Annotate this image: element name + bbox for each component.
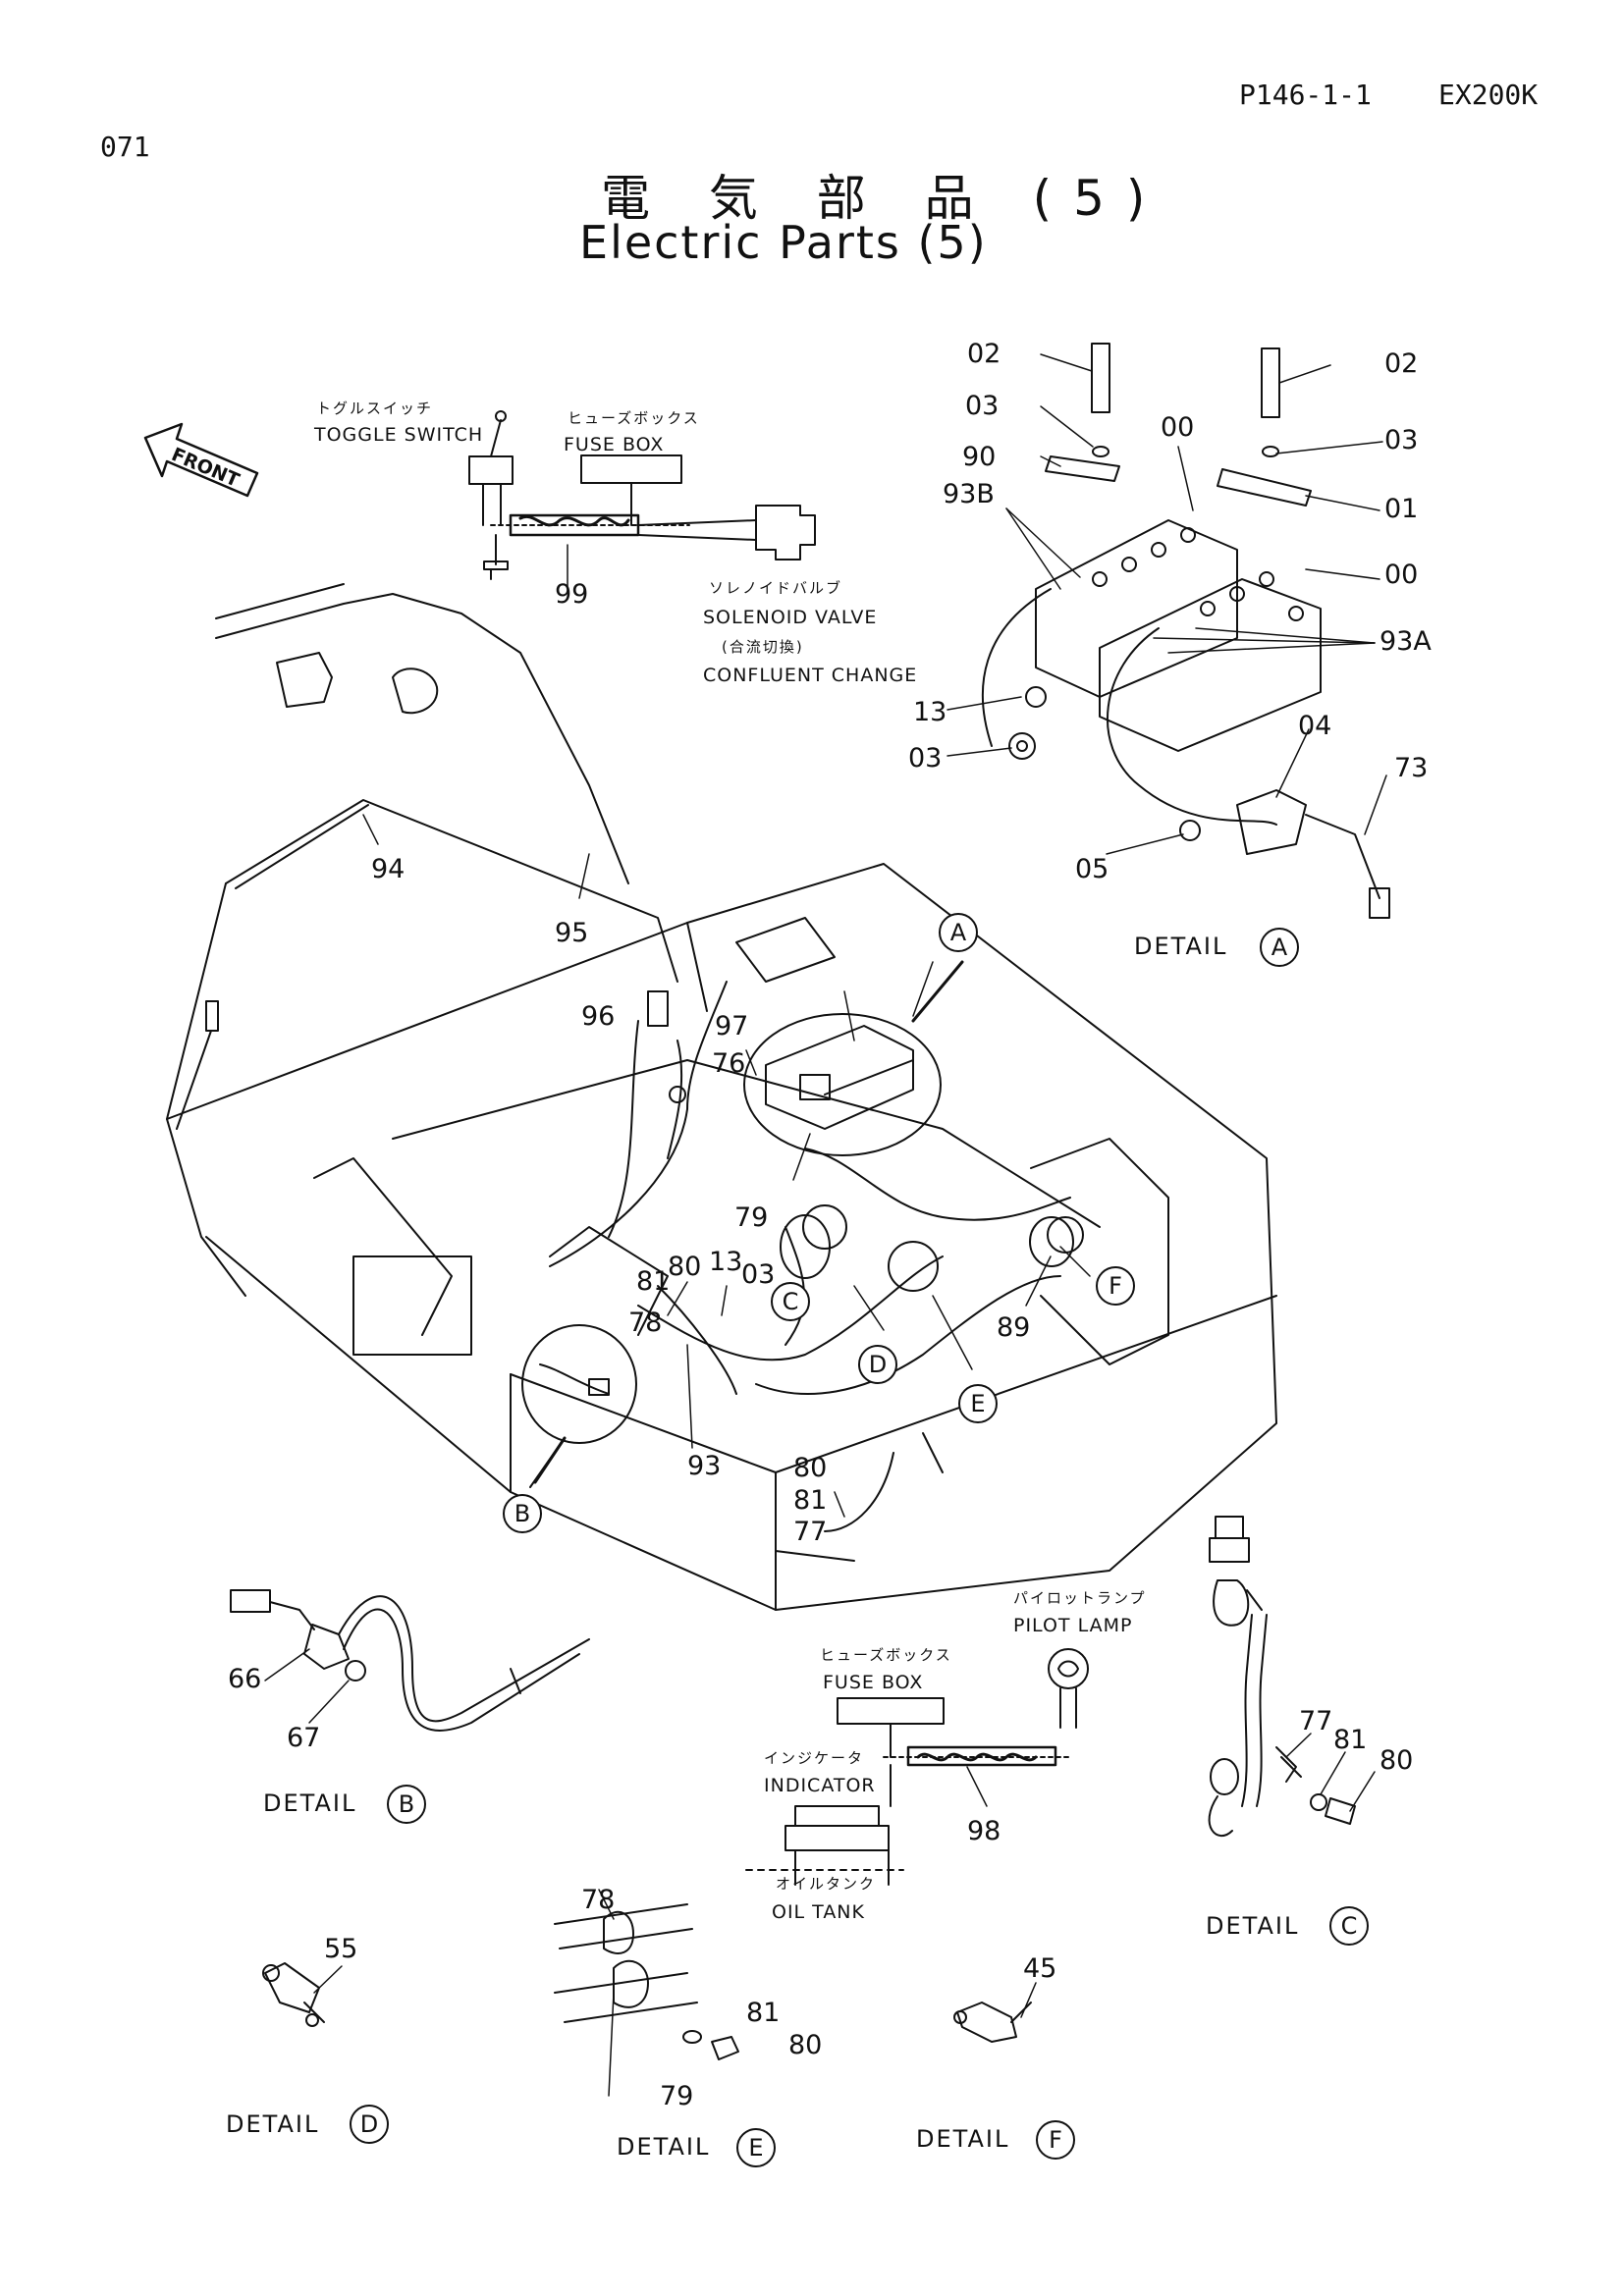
detail-d-label: DETAIL xyxy=(226,2110,320,2138)
detail-c-letter: C xyxy=(1329,1906,1369,1946)
part-number-label: 66 xyxy=(228,1664,262,1694)
switch-detail-d-drawing xyxy=(263,1963,324,2026)
part-number-label: 80 xyxy=(793,1453,828,1483)
part-number-label: 02 xyxy=(967,339,1001,369)
part-number-label: 94 xyxy=(371,854,406,884)
part-number-label: 45 xyxy=(1023,1953,1057,1984)
part-number-label: 76 xyxy=(712,1048,746,1079)
part-number-label: 81 xyxy=(793,1485,828,1516)
solenoid-valve-label: SOLENOID VALVE xyxy=(703,607,878,628)
pilot-lamp-label: PILOT LAMP xyxy=(1013,1615,1133,1636)
front-arrow-icon xyxy=(145,424,257,496)
pilot-lamp-wiring-diagram xyxy=(746,1649,1088,1885)
excavator-upperstructure-drawing xyxy=(167,584,1276,1610)
pilot-lamp-label-jp: パイロットランプ xyxy=(1013,1589,1147,1607)
detail-e-label: DETAIL xyxy=(617,2133,711,2161)
part-number-label: 81 xyxy=(1333,1725,1368,1755)
model-number: EX200K xyxy=(1438,79,1539,111)
callout-a: A xyxy=(939,913,978,952)
solenoid-valve-label-jp: ソレノイドバルブ xyxy=(709,579,843,597)
part-number-label: 00 xyxy=(1384,560,1419,590)
detail-b-letter: B xyxy=(387,1785,426,1824)
part-number-label: 80 xyxy=(668,1252,702,1282)
callout-c: C xyxy=(771,1282,810,1321)
part-number-label: 02 xyxy=(1384,348,1419,379)
part-number-label: 81 xyxy=(746,1998,781,2028)
part-number-label: 97 xyxy=(715,1011,749,1041)
part-number-label: 95 xyxy=(555,918,589,948)
part-number-label: 13 xyxy=(709,1247,743,1277)
part-number-label: 96 xyxy=(581,1001,616,1032)
part-number-label: 03 xyxy=(908,743,943,774)
fuse-box-bottom-label: FUSE BOX xyxy=(823,1672,924,1693)
part-number-label: 81 xyxy=(636,1266,671,1297)
toggle-switch-label: TOGGLE SWITCH xyxy=(314,424,484,446)
page-title-english: Electric Parts (5) xyxy=(579,216,988,269)
part-number-label: 03 xyxy=(965,391,1000,421)
toggle-switch-wiring-diagram xyxy=(469,411,815,579)
sensor-detail-c-drawing xyxy=(1210,1517,1355,1836)
solenoid-valve-sub-label: CONFLUENT CHANGE xyxy=(703,665,918,686)
part-number-label: 79 xyxy=(660,2081,694,2111)
fuse-box-bottom-label-jp: ヒューズボックス xyxy=(820,1646,952,1664)
part-number-label: 80 xyxy=(1380,1745,1414,1776)
clamp-detail-e-drawing xyxy=(555,1904,738,2059)
oil-tank-label-jp: オイルタンク xyxy=(776,1875,877,1893)
solenoid-valve-sub-jp: (合流切換) xyxy=(722,638,804,656)
leader-lines xyxy=(265,354,1386,2096)
indicator-label: INDICATOR xyxy=(764,1775,876,1796)
part-number-label: 01 xyxy=(1384,494,1419,524)
callout-b: B xyxy=(503,1494,542,1533)
battery-detail-a-drawing xyxy=(983,344,1389,918)
part-number-label: 55 xyxy=(324,1934,358,1964)
part-number-label: 89 xyxy=(997,1312,1031,1343)
part-number-label: 03 xyxy=(1384,425,1419,455)
detail-c-label: DETAIL xyxy=(1206,1912,1300,1940)
callout-d: D xyxy=(858,1345,897,1384)
part-number-label: 93 xyxy=(687,1451,722,1481)
part-reference: P146-1-1 xyxy=(1239,79,1372,111)
page-title-japanese: 電 気 部 品 (5) xyxy=(601,170,1167,227)
toggle-switch-label-jp: トグルスイッチ xyxy=(316,400,434,417)
part-number-label: 93B xyxy=(943,479,995,509)
part-number-label: 78 xyxy=(628,1308,663,1338)
sensor-detail-b-drawing xyxy=(231,1590,589,1731)
part-number-label: 93A xyxy=(1380,626,1432,657)
part-number-label: 03 xyxy=(741,1259,776,1290)
part-number-label: 05 xyxy=(1075,854,1109,884)
part-number-label: 78 xyxy=(581,1885,616,1915)
detail-f-label: DETAIL xyxy=(916,2125,1010,2153)
part-number-label: 98 xyxy=(967,1816,1001,1846)
oil-tank-label: OIL TANK xyxy=(772,1901,865,1923)
part-number-label: 04 xyxy=(1298,711,1332,741)
fuse-box-top-label: FUSE BOX xyxy=(564,434,665,455)
part-number-label: 77 xyxy=(1299,1706,1333,1736)
sensor-detail-f-drawing xyxy=(954,2002,1031,2042)
page-number: 071 xyxy=(100,131,150,163)
detail-a-letter: A xyxy=(1260,928,1299,967)
part-number-label: 13 xyxy=(913,697,947,727)
part-number-label: 80 xyxy=(788,2030,823,2060)
part-number-label: 90 xyxy=(962,442,997,472)
detail-d-letter: D xyxy=(350,2105,389,2144)
part-number-label: 73 xyxy=(1394,753,1429,783)
callout-f: F xyxy=(1096,1266,1135,1306)
part-number-label: 67 xyxy=(287,1723,321,1753)
part-number-label: 00 xyxy=(1161,412,1195,443)
detail-b-label: DETAIL xyxy=(263,1789,357,1817)
part-number-label: 77 xyxy=(793,1517,828,1547)
callout-e: E xyxy=(958,1384,998,1423)
indicator-label-jp: インジケータ xyxy=(764,1749,865,1767)
part-number-label: 79 xyxy=(734,1202,769,1233)
detail-a-label: DETAIL xyxy=(1134,933,1228,960)
fuse-box-top-label-jp: ヒューズボックス xyxy=(568,409,700,427)
detail-f-letter: F xyxy=(1036,2120,1075,2160)
part-number-label: 99 xyxy=(555,579,589,610)
detail-e-letter: E xyxy=(736,2128,776,2167)
